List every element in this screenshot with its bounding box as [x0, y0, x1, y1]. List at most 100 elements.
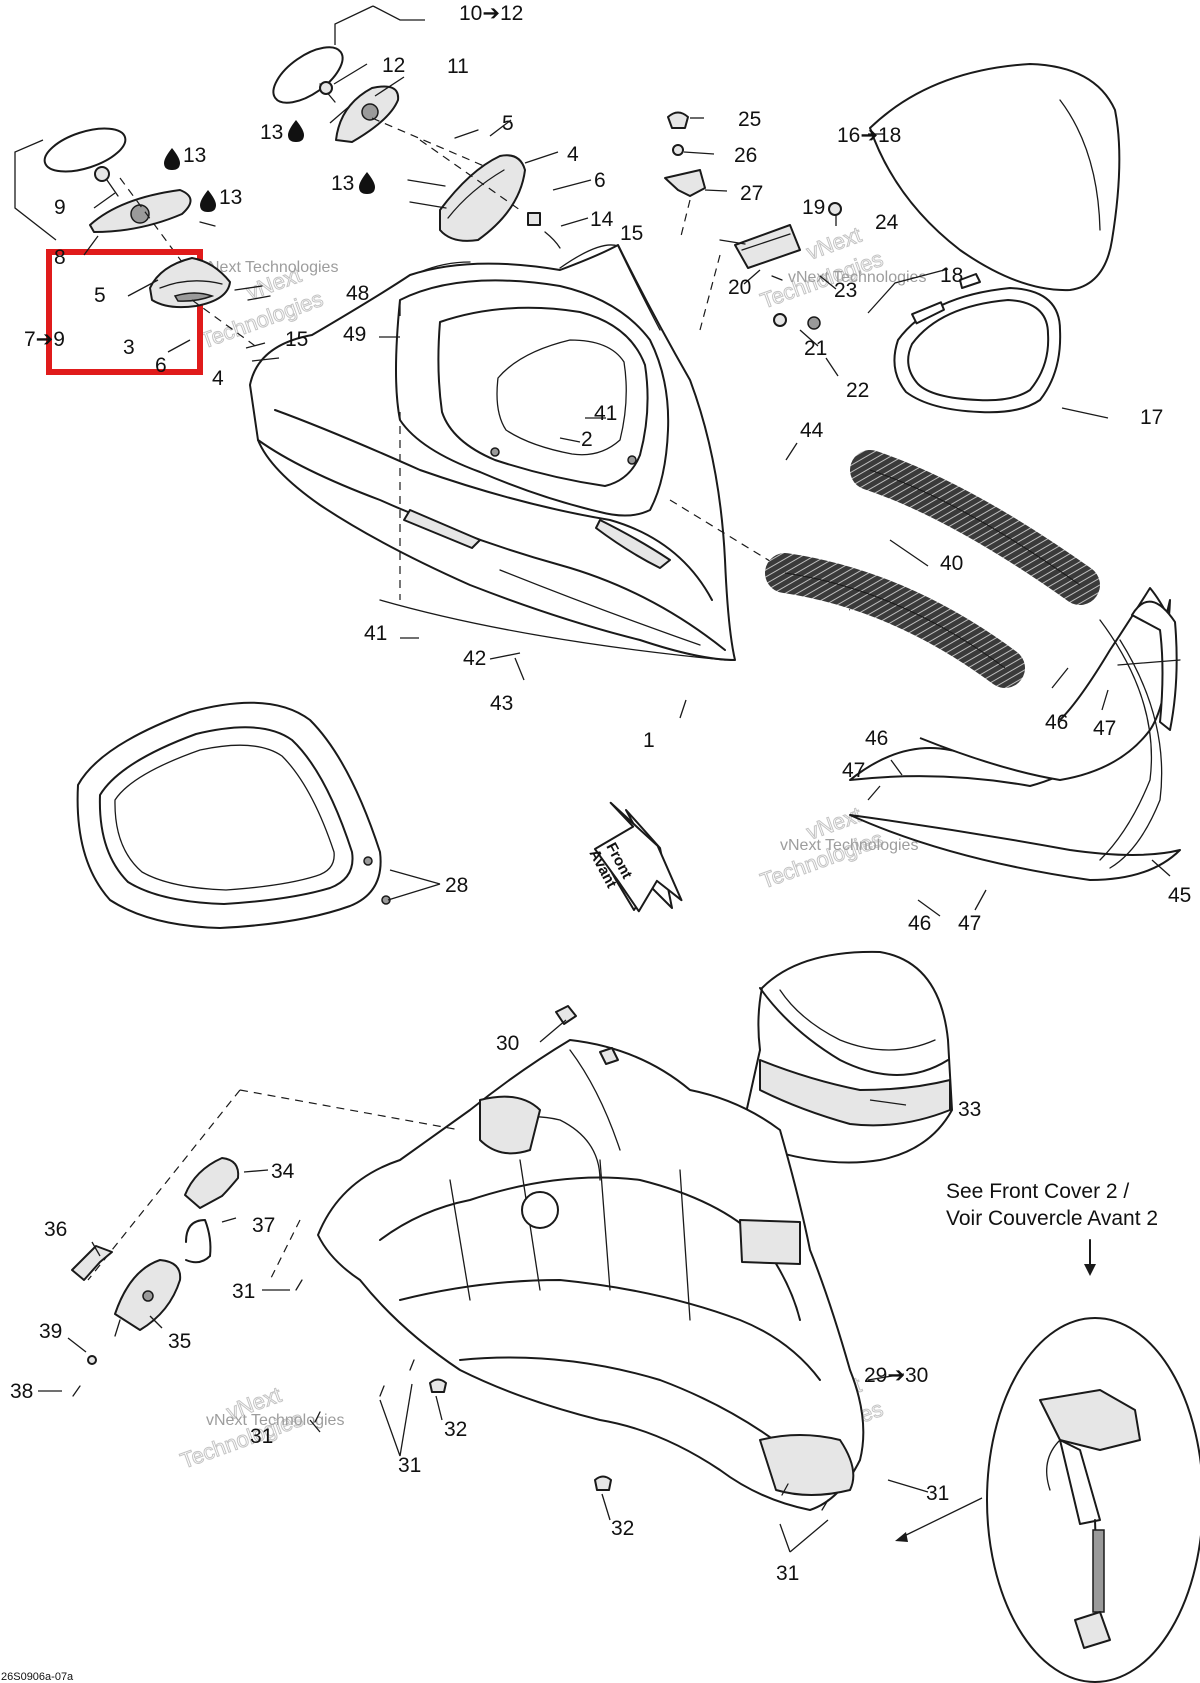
callout-31: 31: [232, 1280, 255, 1303]
callout-6: 6: [594, 169, 606, 192]
mirror-glass: [43, 127, 127, 173]
latch-bracket: [699, 202, 842, 331]
callout-22: 22: [846, 379, 869, 402]
callout-18: 18: [940, 264, 963, 287]
callout-13: 13: [219, 186, 242, 209]
oil-drop-icon: [288, 120, 304, 142]
callout-28: 28: [445, 874, 468, 897]
hatch-seal: [76, 701, 391, 929]
callout-31: 31: [398, 1454, 421, 1477]
callout-29-30: 29➔30: [864, 1364, 928, 1387]
oil-drop-icon: [164, 148, 180, 170]
callout-49: 49: [343, 323, 366, 346]
callout-48: 48: [346, 282, 369, 305]
callout-7-9: 7➔9: [24, 328, 65, 351]
oil-drop-icon: [359, 172, 375, 194]
callout-23: 23: [834, 279, 857, 302]
callout-10-12: 10➔12: [459, 2, 523, 25]
fasteners: [295, 1005, 829, 1511]
callout-37: 37: [252, 1214, 275, 1237]
callout-33: 33: [958, 1098, 981, 1121]
callout-16-18: 16➔18: [837, 124, 901, 147]
callout-34: 34: [271, 1160, 295, 1183]
callout-42: 42: [463, 647, 486, 670]
callout-17: 17: [1140, 406, 1163, 429]
callout-labels: 1 2 3 4 4 5 5 6 6 7➔9 8 9 10➔12 11 12 13…: [10, 2, 1191, 1585]
callout-26: 26: [734, 144, 757, 167]
detail-oval: [895, 1239, 1200, 1683]
callout-47: 47: [958, 912, 981, 935]
callout-27: 27: [740, 182, 763, 205]
watermark-sub: vNext Technologies: [206, 1412, 344, 1429]
hinge-hardware: [664, 111, 706, 241]
watermark-sub: vNext Technologies: [780, 837, 918, 854]
storage-bin: [739, 950, 953, 1164]
callout-13: 13: [331, 172, 354, 195]
callout-46: 46: [865, 727, 888, 750]
callout-41: 41: [364, 622, 387, 645]
callout-3: 3: [123, 336, 135, 359]
callout-47: 47: [1093, 717, 1116, 740]
callout-43: 43: [490, 692, 513, 715]
callout-38: 38: [10, 1380, 33, 1403]
callout-20: 20: [728, 276, 751, 299]
latch-parts: [71, 1157, 240, 1397]
callout-21: 21: [804, 337, 827, 360]
callout-6: 6: [155, 354, 167, 377]
mirror-assembly-left: [14, 127, 216, 263]
callout-15: 15: [285, 328, 308, 351]
mirror-housing-center: [407, 129, 561, 249]
callout-1: 1: [643, 729, 655, 752]
callout-5: 5: [94, 284, 106, 307]
callout-24: 24: [875, 211, 899, 234]
callout-32: 32: [444, 1418, 467, 1441]
front-cover-main: [249, 244, 851, 661]
callout-12: 12: [382, 54, 405, 77]
callout-13: 13: [260, 121, 283, 144]
windshield: [869, 63, 1121, 292]
lower-frame: [87, 1039, 865, 1511]
callout-39: 39: [39, 1320, 62, 1343]
vent-hose: [765, 450, 1100, 688]
callout-4: 4: [212, 367, 224, 390]
watermark-sub: vNext Technologies: [788, 269, 926, 286]
front-fairing: [849, 587, 1181, 881]
leader-lines: [38, 63, 1171, 1553]
callout-31: 31: [926, 1482, 949, 1505]
see-note-line2: Voir Couvercle Avant 2: [946, 1207, 1158, 1230]
watermark-sub: vNext Technologies: [200, 259, 338, 276]
mirror-glass: [272, 46, 344, 104]
callout-2: 2: [581, 428, 593, 451]
mirror-housing-left: [149, 257, 271, 349]
callout-45: 45: [1168, 884, 1191, 907]
callout-46: 46: [908, 912, 931, 935]
windshield-gasket: [893, 287, 1062, 414]
callout-13: 13: [183, 144, 206, 167]
callout-30: 30: [496, 1032, 519, 1055]
callout-8: 8: [54, 246, 66, 269]
foam-strip: [867, 268, 981, 325]
callout-31: 31: [776, 1562, 799, 1585]
callout-41: 41: [594, 402, 617, 425]
see-note-line1: See Front Cover 2 /: [946, 1180, 1129, 1203]
callout-44: 44: [800, 419, 824, 442]
highlight-box: [46, 249, 203, 375]
callout-32: 32: [611, 1517, 634, 1540]
callout-4: 4: [567, 143, 579, 166]
see-also-note: See Front Cover 2 / Voir Couvercle Avant…: [946, 1180, 1158, 1230]
callout-25: 25: [738, 108, 761, 131]
callout-31: 31: [250, 1425, 273, 1448]
front-direction-arrow: [593, 801, 683, 913]
callout-19: 19: [802, 196, 825, 219]
callout-11: 11: [447, 55, 469, 78]
callout-5: 5: [502, 112, 514, 135]
oil-drop-icon: [200, 190, 216, 212]
callout-46: 46: [1045, 711, 1068, 734]
callout-14: 14: [590, 208, 614, 231]
mirror-assembly-center: [272, 5, 506, 176]
callout-40: 40: [940, 552, 963, 575]
callout-15: 15: [620, 222, 643, 245]
callout-9: 9: [54, 196, 66, 219]
callout-35: 35: [168, 1330, 191, 1353]
